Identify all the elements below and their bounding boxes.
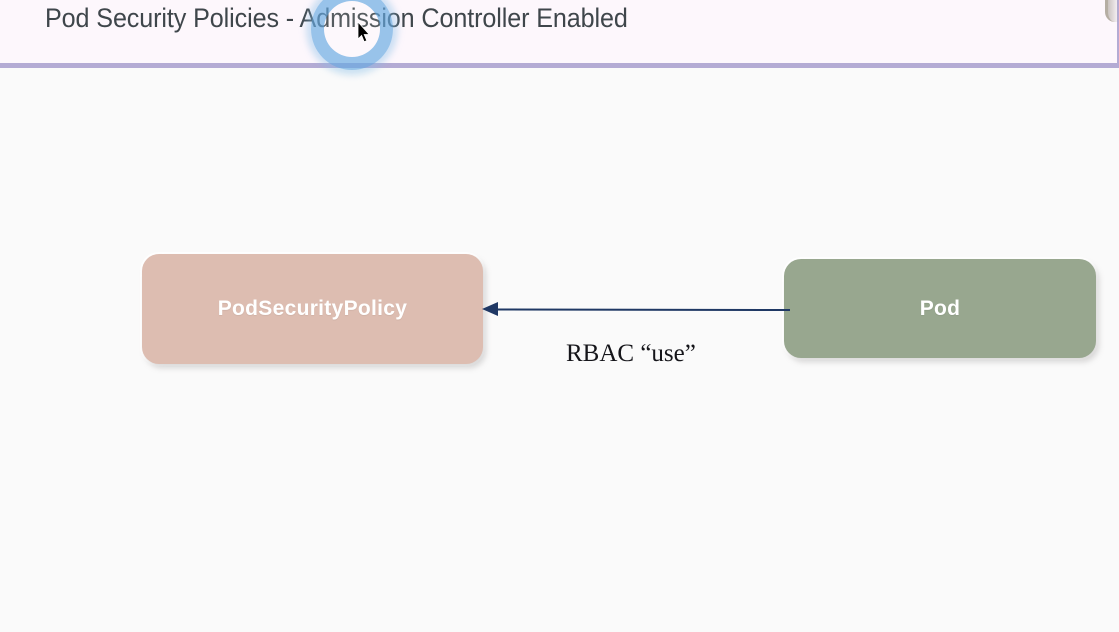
page-title: Pod Security Policies - Admission Contro…	[45, 3, 628, 33]
title-banner: Pod Security Policies - Admission Contro…	[0, 0, 1119, 68]
offscreen-edge-sliver	[1105, 0, 1119, 22]
diagram-node-label: PodSecurityPolicy	[217, 297, 408, 320]
diagram-node-podsecuritypolicy[interactable]: PodSecurityPolicy	[142, 254, 483, 364]
diagram-node-label: Pod	[919, 296, 961, 320]
connector-arrow-icon	[482, 302, 791, 316]
diagram-node-pod[interactable]: Pod	[784, 259, 1096, 358]
connector-label: RBAC “use”	[566, 340, 696, 367]
